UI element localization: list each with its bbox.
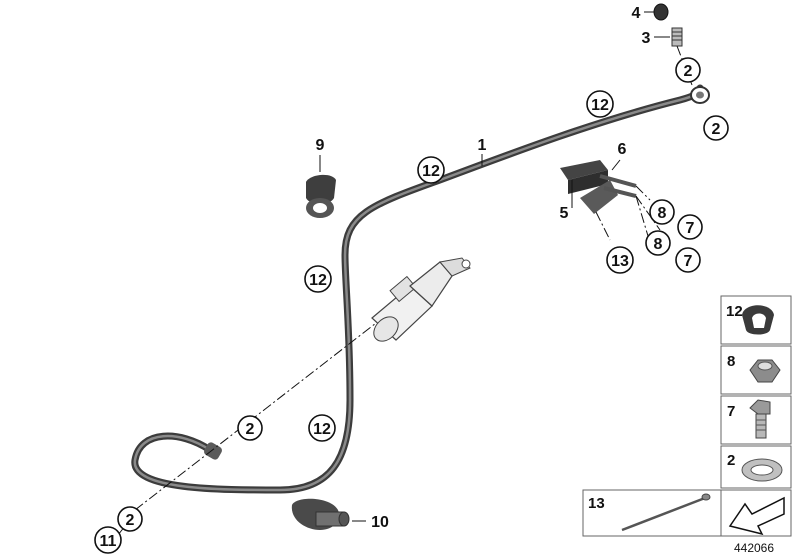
legend-box-8: 8: [720, 345, 792, 395]
bleeder-screw: [671, 27, 683, 47]
line-end-fitting-lower: [204, 442, 222, 460]
svg-text:12: 12: [591, 97, 609, 114]
svg-text:8: 8: [658, 205, 667, 222]
callout-12-upper-right: 12: [586, 90, 614, 118]
callout-7-upper: 7: [677, 214, 703, 240]
callout-12-mid: 12: [417, 156, 445, 184]
callout-2-top: 2: [675, 57, 701, 83]
legend-box-13: 13: [582, 489, 722, 537]
label-6: 6: [618, 141, 627, 158]
svg-text:2: 2: [126, 512, 135, 529]
callout-7-lower: 7: [675, 247, 701, 273]
callout-12-lower: 12: [308, 414, 336, 442]
svg-text:7: 7: [684, 253, 693, 270]
svg-text:12: 12: [313, 421, 331, 438]
svg-text:2: 2: [727, 452, 735, 469]
callout-8-lower: 8: [645, 230, 671, 256]
pipe-clip: [306, 155, 336, 218]
svg-text:12: 12: [422, 163, 440, 180]
arrow-icon: [728, 496, 785, 536]
svg-text:8: 8: [654, 236, 663, 253]
callout-2-mid: 2: [237, 415, 263, 441]
svg-text:13: 13: [611, 253, 629, 270]
reference-number: 442066: [734, 541, 774, 555]
legend-box-2: 2: [720, 445, 792, 489]
svg-text:7: 7: [686, 220, 695, 237]
label-3: 3: [642, 30, 651, 47]
bleeder-cap: [653, 3, 669, 21]
svg-text:2: 2: [684, 63, 693, 80]
label-1: 1: [478, 137, 487, 154]
legend-box-7: 7: [720, 395, 792, 445]
label-5: 5: [560, 205, 569, 222]
svg-text:11: 11: [100, 533, 117, 550]
legend-box-arrow: [720, 489, 792, 537]
svg-text:13: 13: [588, 495, 605, 512]
svg-text:2: 2: [712, 121, 721, 138]
line-end-fitting-upper: [690, 86, 710, 104]
callout-8-upper: 8: [649, 199, 675, 225]
label-4: 4: [632, 5, 641, 22]
svg-text:7: 7: [727, 403, 735, 420]
label-9: 9: [316, 137, 325, 154]
svg-text:12: 12: [726, 303, 743, 320]
callout-13: 13: [606, 246, 634, 274]
callout-2-right: 2: [703, 115, 729, 141]
svg-text:2: 2: [246, 421, 255, 438]
callout-11: 11: [94, 526, 122, 554]
line-bracket: [560, 159, 661, 241]
svg-text:8: 8: [727, 353, 735, 370]
clutch-master-cylinder: [134, 257, 471, 511]
callout-12-left: 12: [304, 265, 332, 293]
hose-clamp: [291, 498, 366, 530]
callout-2-bottom: 2: [117, 506, 143, 532]
legend-box-12: 12: [720, 295, 792, 345]
svg-text:12: 12: [309, 272, 327, 289]
label-10: 10: [371, 514, 389, 531]
